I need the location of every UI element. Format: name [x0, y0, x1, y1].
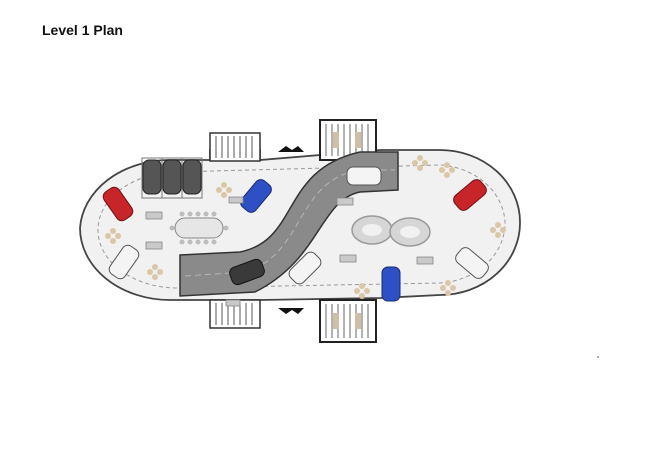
stair-core-top-left [209, 132, 261, 162]
figure-eight-display [351, 215, 431, 247]
structure-mark-top [278, 146, 304, 152]
plinth-5 [339, 254, 357, 263]
plinth-4 [336, 197, 354, 206]
conference-table [169, 211, 229, 245]
car-dark-1 [142, 159, 162, 195]
plinth-1 [145, 211, 163, 220]
plinth-7 [225, 299, 241, 307]
plan-title: Level 1 Plan [42, 22, 123, 38]
stray-dot [597, 356, 599, 358]
parking-bays [141, 157, 203, 199]
car-blue-right [381, 266, 401, 302]
inner-ring [97, 164, 506, 289]
plinth-6 [416, 256, 434, 265]
structure-mark-bottom [278, 308, 304, 314]
car-dark-3 [182, 159, 202, 195]
plinth-2 [145, 241, 163, 250]
lift-core-bottom [319, 299, 377, 343]
car-dark-2 [162, 159, 182, 195]
s-ramp [179, 151, 399, 297]
car-white-ramp-top [346, 166, 382, 186]
plinth-3 [228, 196, 244, 204]
